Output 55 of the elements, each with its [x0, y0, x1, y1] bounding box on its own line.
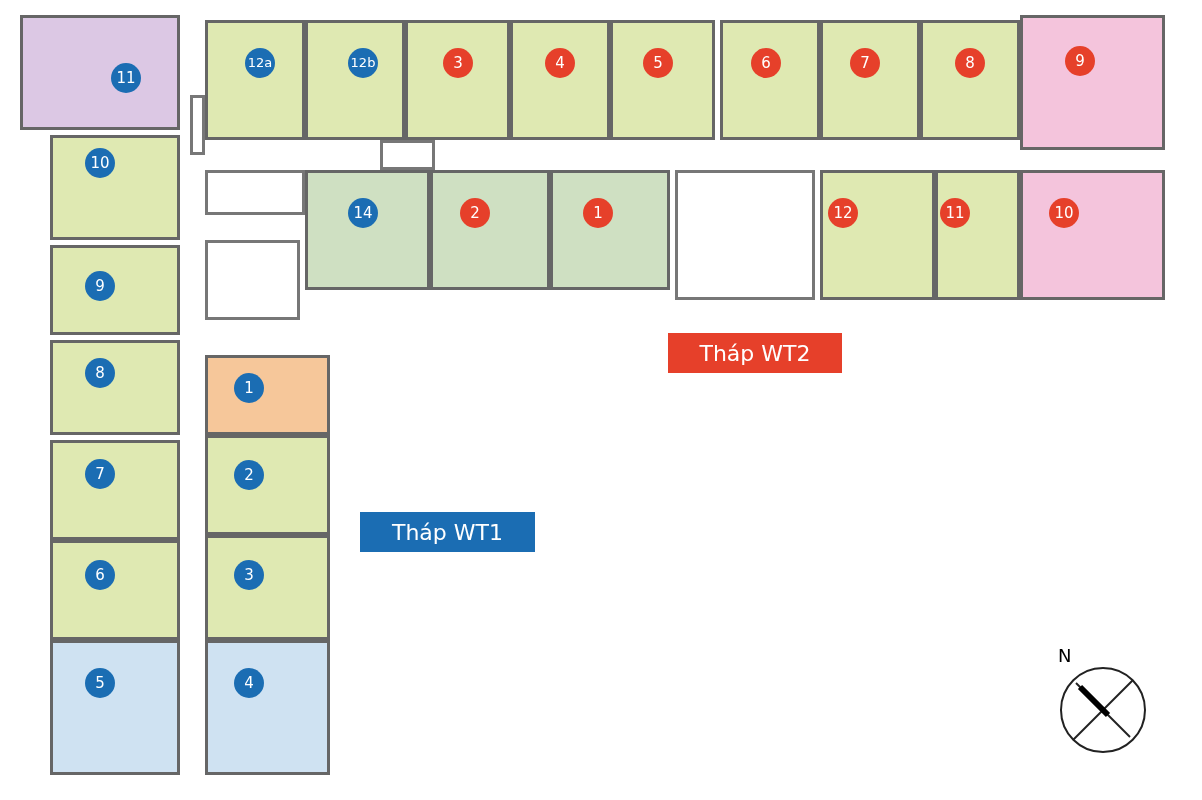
apartment-unit-plan — [20, 15, 180, 130]
apartment-unit-plan — [305, 20, 405, 140]
unit-number-badge: 10 — [85, 148, 115, 178]
apartment-unit-plan — [50, 135, 180, 240]
apartment-unit-plan — [205, 355, 330, 435]
unit-number-badge: 1 — [583, 198, 613, 228]
unit-number-badge: 6 — [751, 48, 781, 78]
unit-number-badge: 9 — [85, 271, 115, 301]
apartment-unit-plan — [430, 170, 550, 290]
apartment-unit-plan — [935, 170, 1020, 300]
unit-number-badge: 3 — [234, 560, 264, 590]
apartment-unit-plan — [720, 20, 820, 140]
apartment-unit-plan — [1020, 15, 1165, 150]
unit-number-badge: 7 — [850, 48, 880, 78]
unit-number-badge: 4 — [234, 668, 264, 698]
apartment-unit-plan — [820, 20, 920, 140]
apartment-unit-plan — [920, 20, 1020, 140]
tower-label: Tháp WT1 — [360, 512, 535, 552]
tower-label: Tháp WT2 — [668, 333, 842, 373]
unit-number-badge: 11 — [111, 63, 141, 93]
apartment-unit-plan — [205, 20, 305, 140]
apartment-unit-plan — [50, 340, 180, 435]
north-label: N — [1058, 645, 1072, 666]
unit-number-badge: 9 — [1065, 46, 1095, 76]
apartment-unit-plan — [50, 440, 180, 540]
unit-number-badge: 6 — [85, 560, 115, 590]
unit-number-badge: 5 — [85, 668, 115, 698]
apartment-unit-plan — [610, 20, 715, 140]
apartment-unit-plan — [50, 640, 180, 775]
apartment-unit-plan — [50, 540, 180, 640]
unit-number-badge: 12a — [245, 48, 275, 78]
unit-number-badge: 2 — [234, 460, 264, 490]
unit-number-badge: 5 — [643, 48, 673, 78]
apartment-unit-plan — [1020, 170, 1165, 300]
apartment-unit-plan — [510, 20, 610, 140]
unit-number-badge: 2 — [460, 198, 490, 228]
unit-number-badge: 8 — [85, 358, 115, 388]
unit-number-badge: 7 — [85, 459, 115, 489]
unit-number-badge: 4 — [545, 48, 575, 78]
unit-number-badge: 1 — [234, 373, 264, 403]
unit-number-badge: 3 — [443, 48, 473, 78]
apartment-unit-plan — [50, 245, 180, 335]
unit-number-badge: 11 — [940, 198, 970, 228]
apartment-unit-plan — [550, 170, 670, 290]
apartment-unit-plan — [820, 170, 935, 300]
apartment-unit-plan — [205, 640, 330, 775]
apartment-unit-plan — [205, 435, 330, 535]
unit-number-badge: 12b — [348, 48, 378, 78]
apartment-unit-plan — [405, 20, 510, 140]
apartment-unit-plan — [205, 535, 330, 640]
unit-number-badge: 10 — [1049, 198, 1079, 228]
unit-number-badge: 14 — [348, 198, 378, 228]
apartment-unit-plan — [305, 170, 430, 290]
unit-number-badge: 12 — [828, 198, 858, 228]
unit-number-badge: 8 — [955, 48, 985, 78]
